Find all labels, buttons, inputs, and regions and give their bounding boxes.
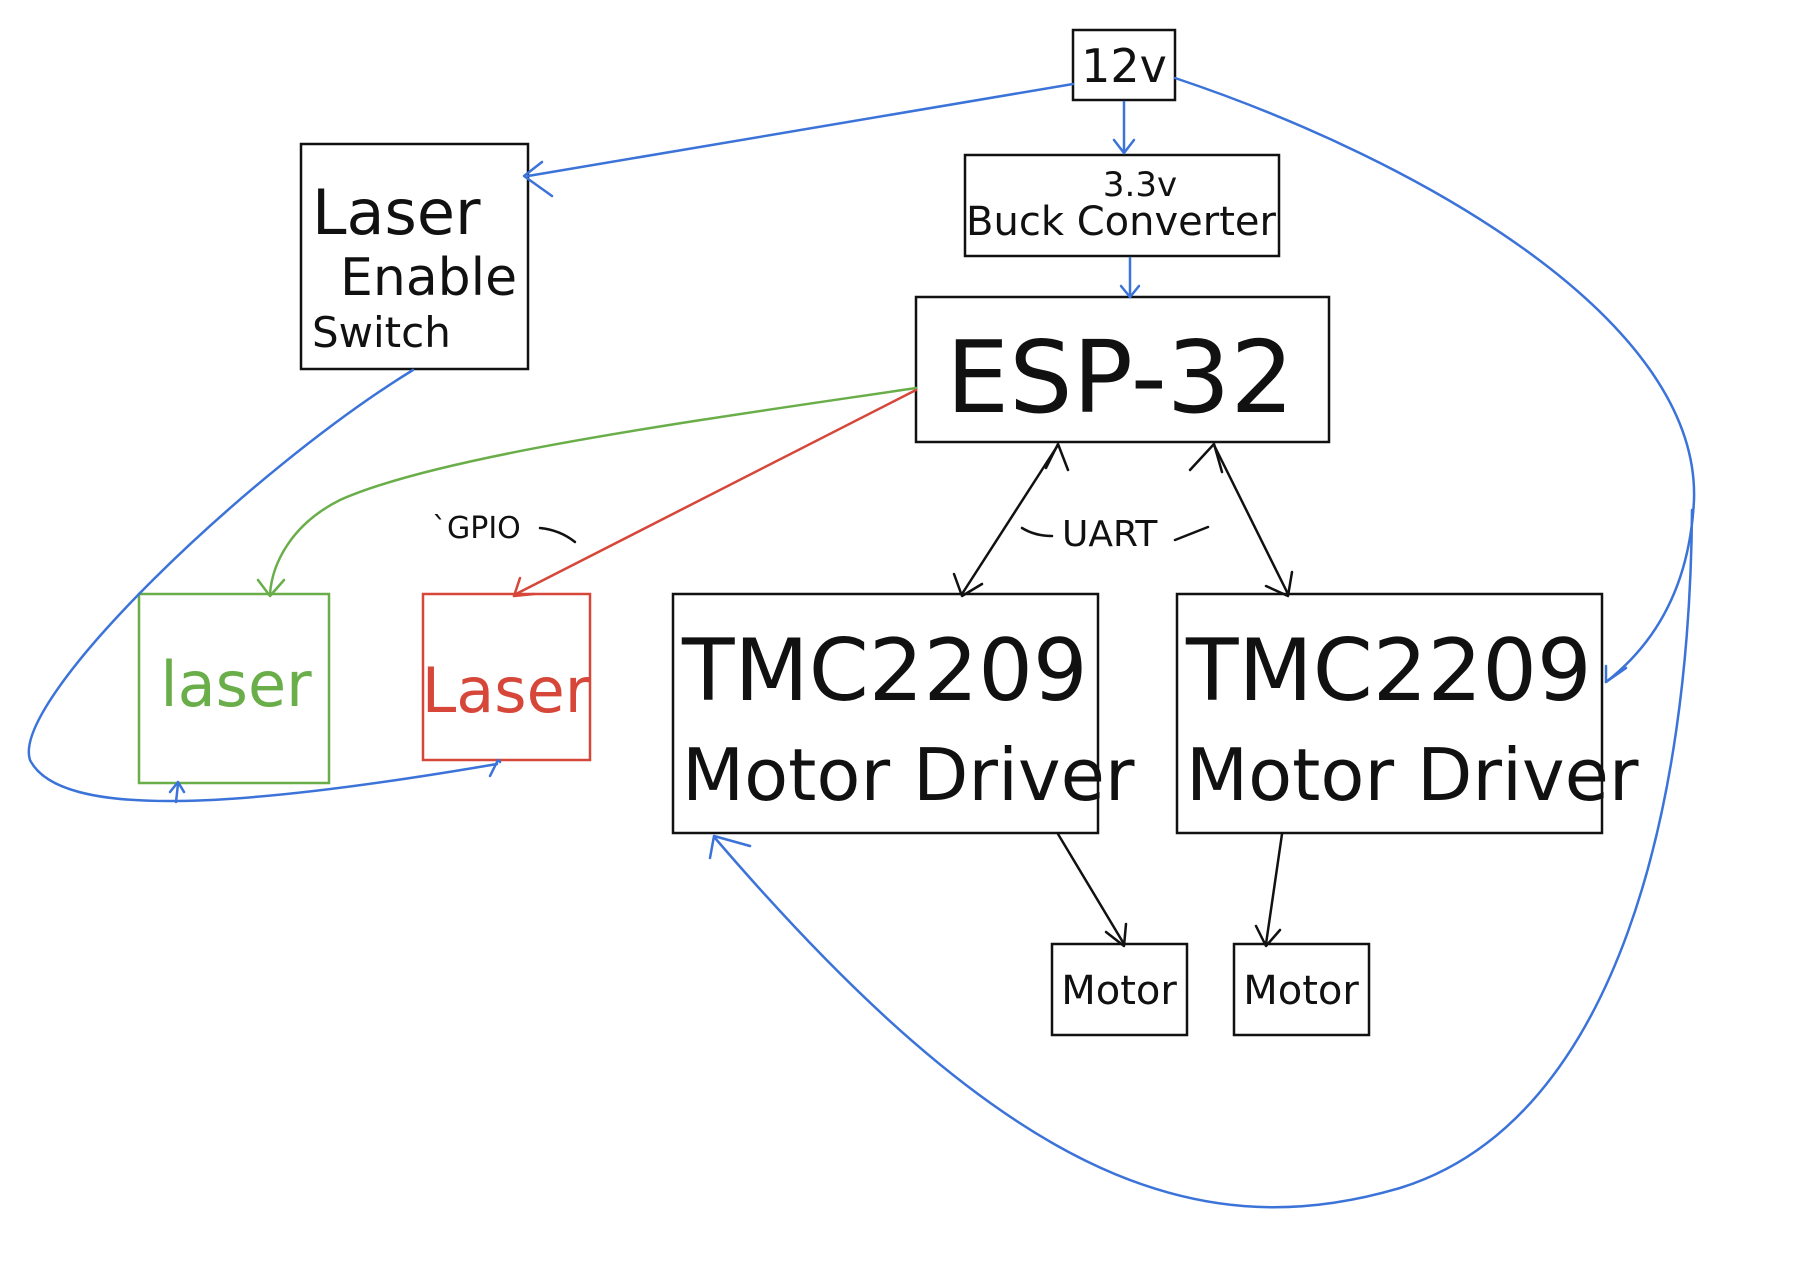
power-wires (27, 76, 1696, 1209)
arrowhead-uart-left-top (1044, 442, 1070, 472)
node-12v: 12v (1071, 28, 1177, 102)
laser-green-label: laser (160, 648, 312, 721)
motor-left-label: Motor (1061, 968, 1177, 1014)
arrowhead-buck (1112, 138, 1136, 155)
wire-branch-green-laser (174, 782, 180, 804)
gpio-label-tail (538, 526, 577, 544)
switch-label-line1: Laser (312, 176, 481, 249)
arrowhead-motor-right (1254, 924, 1282, 948)
arrowhead-esp32 (1119, 284, 1141, 299)
node-laser-enable-switch: Laser Enable Switch (299, 142, 530, 371)
arrowhead-red-laser (488, 758, 502, 778)
arrowhead-red-laser-gpio (512, 576, 536, 598)
arrowhead-uart-right-top (1188, 442, 1224, 474)
arrowhead-green-laser (168, 780, 186, 794)
wire-switch-to-lasers (27, 368, 499, 803)
node-laser-green: laser (137, 592, 331, 785)
node-12v-label: 12v (1081, 39, 1167, 93)
buck-converter-label: Buck Converter (966, 199, 1276, 245)
arrowhead-driver-left (708, 834, 752, 860)
arrowhead-uart-left-bottom (952, 572, 984, 598)
wire-driver-left-to-motor (1056, 832, 1126, 946)
wire-esp32-to-red-laser (512, 388, 918, 597)
gpio-label: `GPIO (432, 511, 521, 546)
wire-12v-to-switch (526, 82, 1075, 178)
esp32-label: ESP-32 (946, 319, 1294, 436)
wire-12v-to-driver-right (1173, 76, 1696, 684)
node-driver-right: TMC2209 Motor Driver (1175, 592, 1639, 835)
uart-label-dash-right (1173, 525, 1210, 542)
laser-red-label: Laser (422, 654, 591, 727)
wire-loop-to-driver-left (713, 508, 1694, 1209)
arrowhead-motor-left (1104, 922, 1128, 948)
driver-right-label-line1: TMC2209 (1185, 621, 1592, 721)
node-buck-converter: 3.3v Buck Converter (963, 153, 1281, 258)
wire-esp32-to-green-laser (268, 386, 918, 596)
node-driver-left: TMC2209 Motor Driver (671, 592, 1135, 835)
node-motor-right: Motor (1232, 942, 1371, 1037)
node-esp32: ESP-32 (914, 295, 1331, 444)
switch-label-line3: Switch (312, 308, 451, 357)
buck-voltage-label: 3.3v (1103, 165, 1177, 205)
arrowhead-switch (522, 160, 554, 198)
driver-left-label-line2: Motor Driver (682, 733, 1135, 817)
arrowhead-uart-right-bottom (1264, 570, 1294, 598)
node-laser-red: Laser (421, 592, 592, 762)
uart-label-dash-left (1020, 526, 1054, 538)
node-motor-left: Motor (1050, 942, 1189, 1037)
uart-label: UART (1062, 514, 1158, 555)
motor-wires (1056, 832, 1284, 948)
wire-uart-right (1212, 443, 1290, 596)
driver-right-label-line2: Motor Driver (1186, 733, 1639, 817)
motor-right-label: Motor (1243, 968, 1359, 1014)
switch-label-line2: Enable (340, 248, 517, 308)
wire-driver-right-to-motor (1264, 832, 1284, 946)
arrowhead-driver-right (1604, 664, 1628, 684)
driver-left-label-line1: TMC2209 (681, 621, 1088, 721)
uart-wires (952, 442, 1294, 598)
gpio-wires (256, 386, 918, 598)
arrowhead-green-laser-gpio (256, 578, 286, 598)
wire-uart-left (960, 443, 1060, 596)
